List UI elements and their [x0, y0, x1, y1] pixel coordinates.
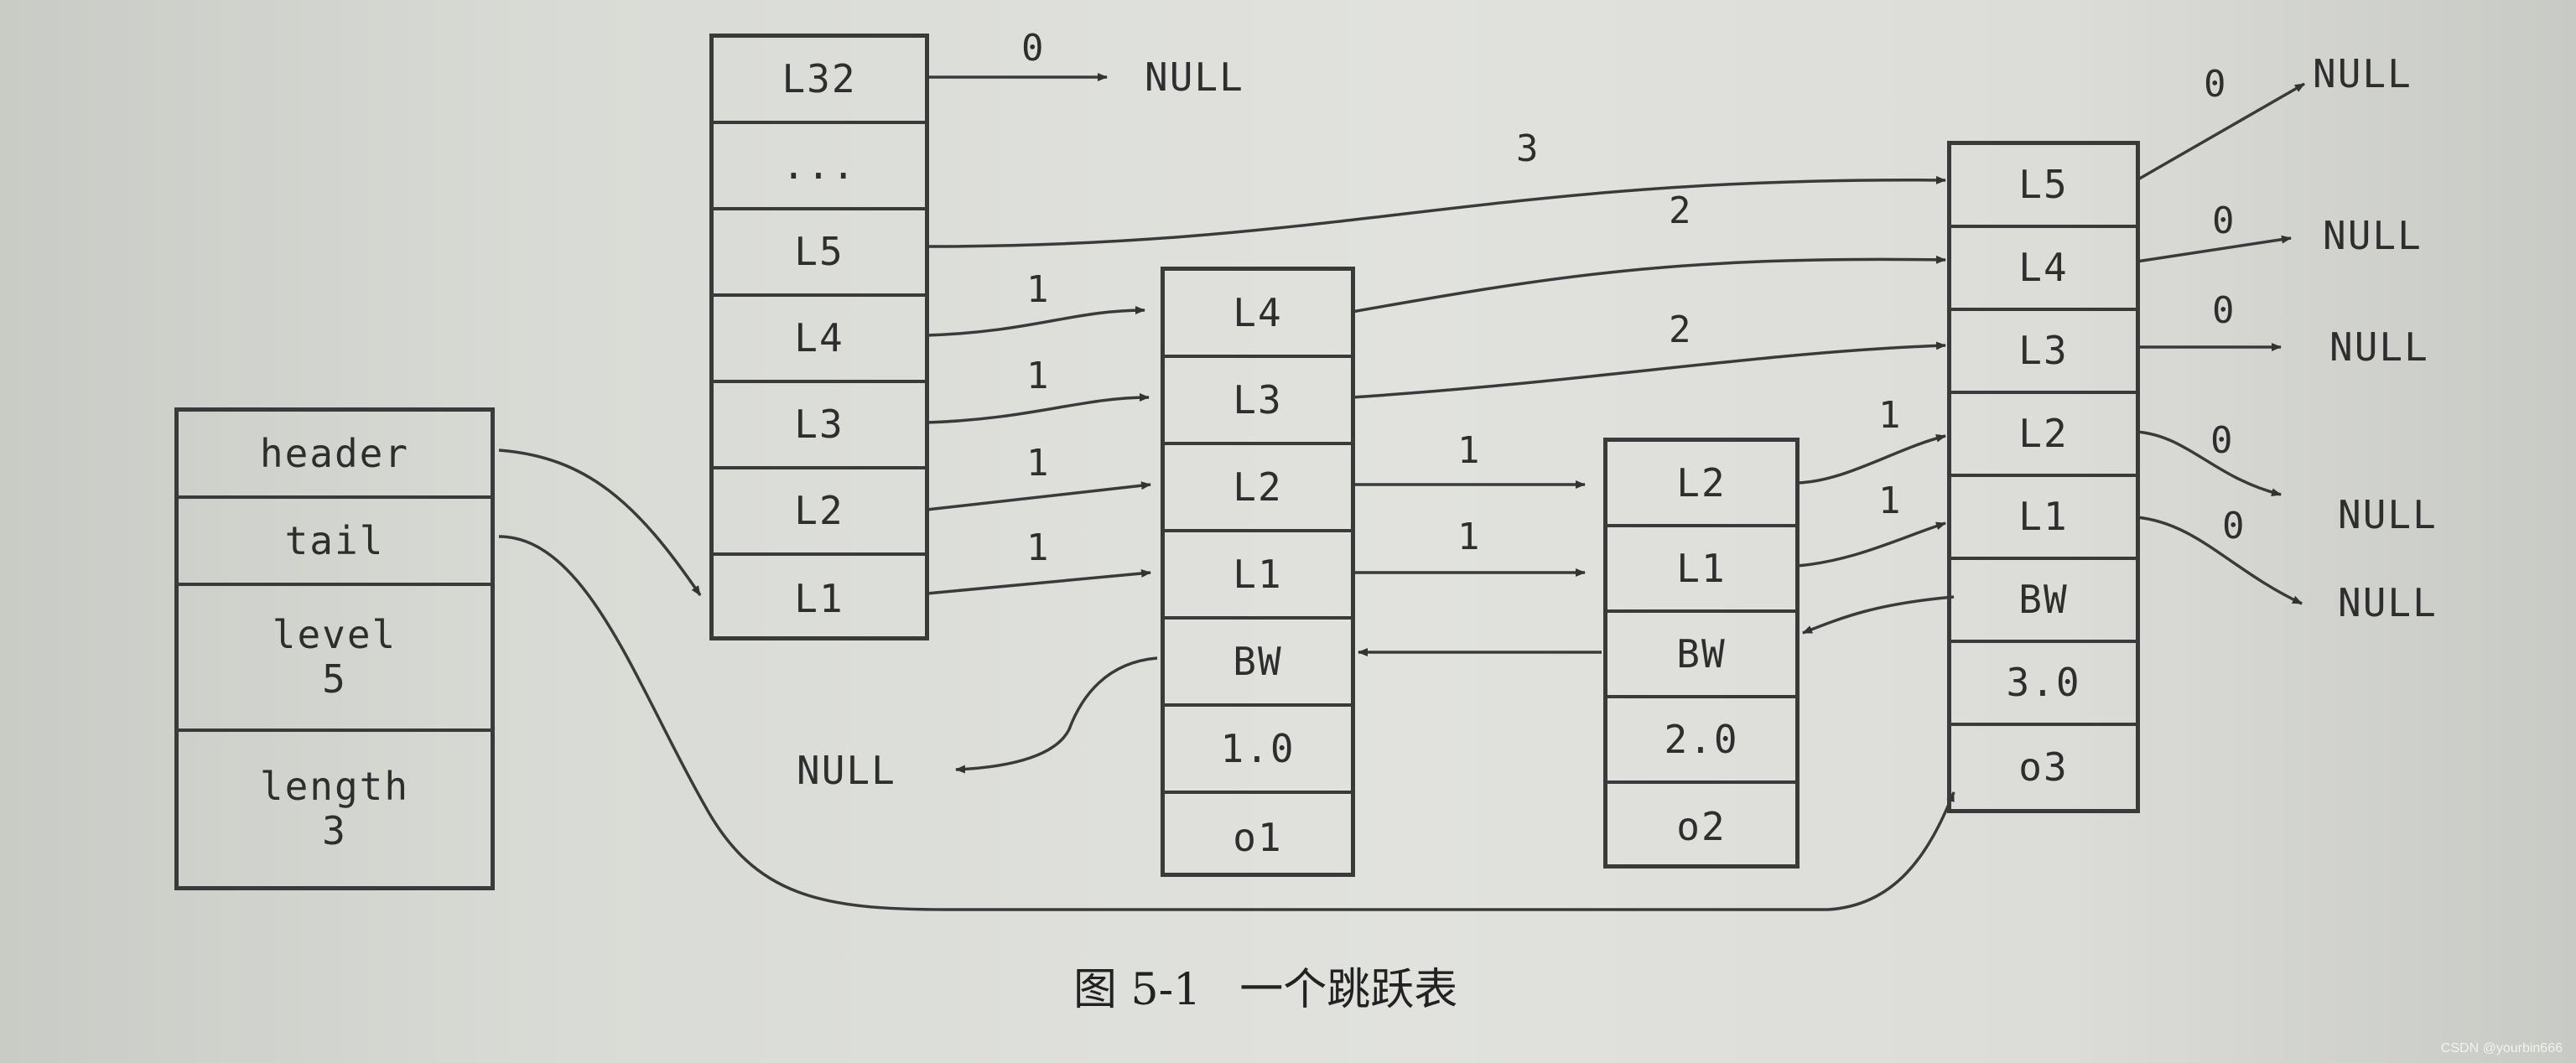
span-n3-L4: 0: [2212, 200, 2235, 242]
null-label-head-L32: NULL: [1145, 54, 1244, 100]
length-label: length: [259, 764, 410, 810]
n1-L4-arrow: [1351, 255, 1946, 314]
span-n2-L2: 1: [1878, 394, 1901, 437]
head-level-L32: L32: [714, 38, 925, 124]
null-label-n1-backward: NULL: [797, 748, 896, 793]
n3-L4-arrow: [2136, 235, 2292, 263]
head-level-L4: L4: [714, 297, 925, 383]
head-L3-arrow: [926, 393, 1150, 424]
head-L4-arrow: [926, 306, 1145, 337]
span-n1-L4: 2: [1669, 189, 1691, 232]
null-label-n3-L5: NULL: [2313, 51, 2412, 96]
head-L1-arrow: [926, 569, 1151, 595]
span-head-L4: 1: [1026, 268, 1049, 311]
node-1: L4 L3 L2 L1 BW 1.0 o1: [1161, 267, 1355, 877]
n2-L1-arrow: [1795, 521, 1946, 568]
node2-score: 2.0: [1607, 698, 1795, 784]
skiplist-header-node: header tail level 5 length 3: [174, 407, 495, 890]
level-label: level: [272, 612, 397, 658]
node3-score: 3.0: [1951, 643, 2136, 726]
head-level-L1: L1: [794, 576, 844, 622]
node2-backward: BW: [1607, 613, 1795, 698]
n1-backward-arrow: [955, 656, 1158, 774]
header-pointer-arrow: [498, 449, 702, 596]
node1-level-L3: L3: [1165, 358, 1351, 445]
node3-level-L3: L3: [1951, 311, 2136, 394]
node2-level-L2: L2: [1607, 442, 1795, 527]
n2-L2-arrow: [1795, 433, 1946, 485]
node-2: L2 L1 BW 2.0 o2: [1603, 438, 1800, 869]
n3-L2-arrow: [2136, 430, 2282, 497]
span-n1-L1: 1: [1457, 516, 1480, 558]
null-label-n3-L1: NULL: [2338, 580, 2438, 625]
node1-score: 1.0: [1165, 707, 1351, 794]
node2-level-L1: L1: [1607, 527, 1795, 613]
figure-title: 一个跳跃表: [1239, 965, 1458, 1015]
head-level-L5: L5: [714, 210, 925, 297]
span-head-L32: 0: [1021, 27, 1044, 70]
span-n1-L3: 2: [1669, 309, 1691, 351]
n3-L1-arrow: [2136, 516, 2303, 605]
span-n3-L5: 0: [2204, 63, 2226, 106]
span-head-L1: 1: [1026, 526, 1049, 569]
span-head-L3: 1: [1026, 355, 1049, 397]
node1-backward: BW: [1165, 620, 1351, 707]
length-field: length 3: [179, 732, 491, 886]
node3-level-L4: L4: [1951, 228, 2136, 311]
header-field: header: [179, 412, 491, 499]
span-n2-L1: 1: [1878, 480, 1901, 522]
figure-caption: 图 5-1 一个跳跃表: [1073, 954, 1660, 1017]
n1-L3-arrow: [1351, 341, 1946, 399]
span-n1-L2: 1: [1457, 429, 1480, 472]
n3-L5-arrow: [2136, 82, 2305, 182]
span-head-L2: 1: [1026, 442, 1049, 485]
node1-object: o1: [1233, 814, 1283, 860]
length-value: 3: [322, 808, 347, 853]
tail-field: tail: [179, 499, 491, 586]
node1-level-L2: L2: [1165, 445, 1351, 532]
null-label-n3-L3: NULL: [2329, 324, 2429, 370]
head-level-ellipsis: ...: [714, 124, 925, 210]
csdn-watermark: CSDN @yourbin666: [2440, 1041, 2563, 1055]
node-3: L5 L4 L3 L2 L1 BW 3.0 o3: [1947, 141, 2140, 813]
node3-object: o3: [2018, 744, 2069, 791]
node3-level-L1: L1: [1951, 477, 2136, 560]
n3-backward-arrow: [1802, 595, 1955, 635]
node2-object: o2: [1676, 803, 1727, 849]
node3-level-L5: L5: [1951, 145, 2136, 228]
span-head-L5: 3: [1516, 127, 1539, 170]
head-node: L32 ... L5 L4 L3 L2 L1: [709, 34, 929, 640]
null-label-n3-L4: NULL: [2323, 213, 2423, 258]
null-label-n3-L2: NULL: [2338, 492, 2438, 537]
span-n3-L3: 0: [2212, 289, 2235, 332]
head-level-L2: L2: [714, 469, 925, 556]
node3-level-L2: L2: [1951, 394, 2136, 477]
head-L2-arrow: [926, 481, 1151, 511]
level-field: level 5: [179, 586, 491, 732]
head-L5-arrow: [926, 175, 1946, 248]
node1-level-L1: L1: [1165, 532, 1351, 620]
node1-level-L4: L4: [1165, 271, 1351, 358]
head-level-L3: L3: [714, 383, 925, 469]
node3-backward: BW: [1951, 560, 2136, 643]
tail-pointer-arrow: [498, 535, 1955, 911]
level-value: 5: [322, 656, 347, 702]
span-n3-L1: 0: [2222, 505, 2245, 547]
figure-number: 图 5-1: [1073, 965, 1202, 1015]
span-n3-L2: 0: [2210, 419, 2233, 462]
